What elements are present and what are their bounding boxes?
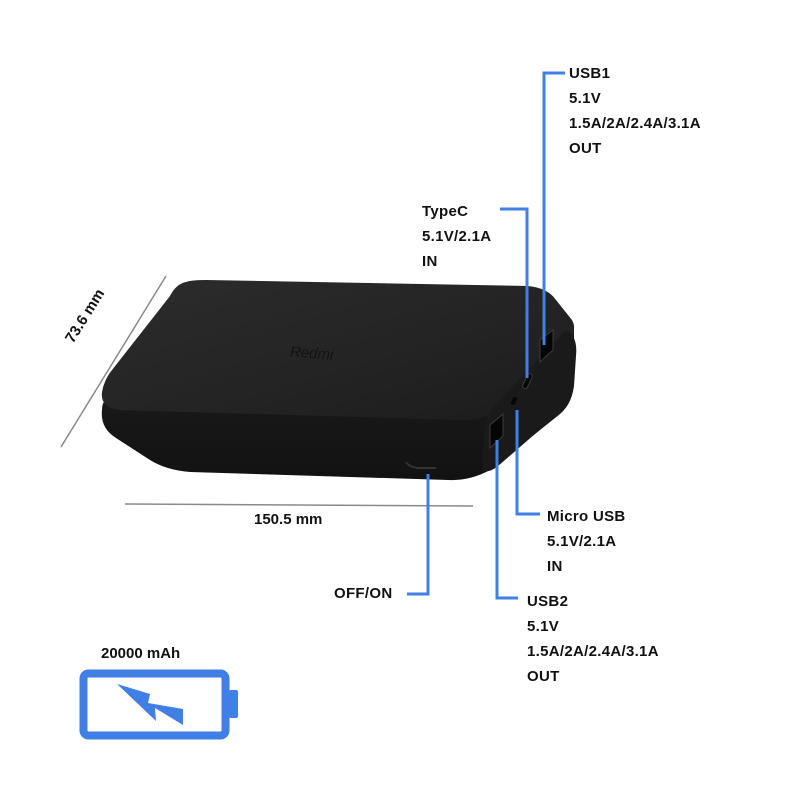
usb2-callout xyxy=(495,440,518,600)
lightning-bolt-icon xyxy=(117,684,183,725)
powerbank-device xyxy=(101,280,577,481)
micro-usb-port xyxy=(510,397,518,405)
typec-port xyxy=(522,373,533,390)
usb1-direction: OUT xyxy=(569,140,602,157)
width-dimension-label: 150.5 mm xyxy=(254,511,323,528)
usb1-callout xyxy=(542,71,565,345)
usb2-port xyxy=(489,412,504,450)
typec-direction: IN xyxy=(422,253,438,270)
power-button xyxy=(405,461,436,469)
device-top xyxy=(101,280,575,420)
battery-charging-icon xyxy=(79,669,238,740)
power-callout xyxy=(407,474,430,596)
device-side xyxy=(101,319,575,481)
power-button-label: OFF/ON xyxy=(334,581,392,606)
callout-lines xyxy=(407,71,565,600)
usb2-voltage: 5.1V xyxy=(527,618,560,635)
typec-callout xyxy=(500,207,529,378)
power-button-name: OFF/ON xyxy=(334,585,393,602)
micro-usb-rating: 5.1V/2.1A xyxy=(547,533,617,550)
device-port-face xyxy=(482,330,577,472)
usb1-label: USB1 5.1V 1.5A/2A/2.4A/3.1A OUT xyxy=(569,61,701,161)
micro-usb-direction: IN xyxy=(547,558,563,575)
width-dimension-line xyxy=(124,503,474,507)
usb2-name: USB2 xyxy=(527,593,569,610)
depth-dimension-line xyxy=(60,275,167,448)
typec-rating: 5.1V/2.1A xyxy=(422,228,492,245)
usb1-name: USB1 xyxy=(569,65,611,82)
usb1-voltage: 5.1V xyxy=(569,90,602,107)
usb2-current: 1.5A/2A/2.4A/3.1A xyxy=(527,643,659,660)
battery-capacity: 20000 mAh xyxy=(101,645,181,662)
usb2-direction: OUT xyxy=(527,668,560,685)
typec-name: TypeC xyxy=(422,203,469,220)
usb2-label: USB2 5.1V 1.5A/2A/2.4A/3.1A OUT xyxy=(527,589,659,689)
micro-usb-label: Micro USB 5.1V/2.1A IN xyxy=(547,504,626,579)
usb1-current: 1.5A/2A/2.4A/3.1A xyxy=(569,115,701,132)
micro-usb-callout xyxy=(515,410,540,516)
brand-logo: Redmi xyxy=(289,343,334,364)
micro-usb-name: Micro USB xyxy=(547,508,626,525)
typec-label: TypeC 5.1V/2.1A IN xyxy=(422,199,491,274)
